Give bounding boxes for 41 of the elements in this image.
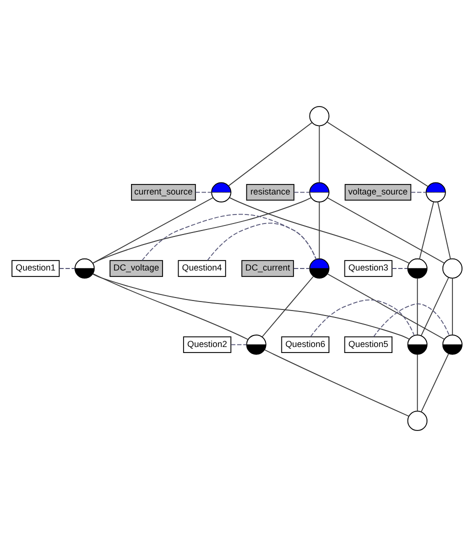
node-box: DC_voltage <box>110 260 163 276</box>
node-box: resistance <box>246 184 294 200</box>
connector <box>229 196 410 264</box>
connector <box>230 344 247 345</box>
connector <box>452 277 453 335</box>
connector <box>327 196 445 263</box>
node-box: DC_current <box>241 260 294 276</box>
connector <box>195 191 212 192</box>
node-circle <box>442 258 462 278</box>
node-box: voltage_source <box>344 184 412 200</box>
connector <box>264 348 410 416</box>
connector <box>228 122 312 186</box>
connector <box>416 353 418 412</box>
connector <box>310 298 415 337</box>
connector <box>373 302 450 337</box>
connector <box>92 272 248 340</box>
node-circle <box>309 106 330 126</box>
connector <box>294 191 310 192</box>
connector <box>437 201 451 259</box>
connector <box>420 352 449 412</box>
connector <box>142 213 317 260</box>
node-box: Question2 <box>183 336 232 352</box>
connector <box>318 124 320 183</box>
connector <box>262 275 314 337</box>
connector <box>92 196 312 264</box>
connector <box>327 273 445 340</box>
connector <box>318 201 320 259</box>
connector <box>92 273 410 340</box>
node-box: Question6 <box>281 336 330 352</box>
connector <box>326 121 428 186</box>
node-box: current_source <box>131 184 196 200</box>
connector <box>420 276 449 336</box>
connector <box>419 200 434 259</box>
connector <box>416 277 418 335</box>
node-box: Question3 <box>344 260 392 276</box>
node-circle <box>407 410 428 430</box>
node-box: Question4 <box>178 260 226 276</box>
node-box: Question5 <box>344 336 392 352</box>
node-box: Question1 <box>12 260 60 276</box>
connector <box>410 191 427 192</box>
connector <box>206 222 317 260</box>
